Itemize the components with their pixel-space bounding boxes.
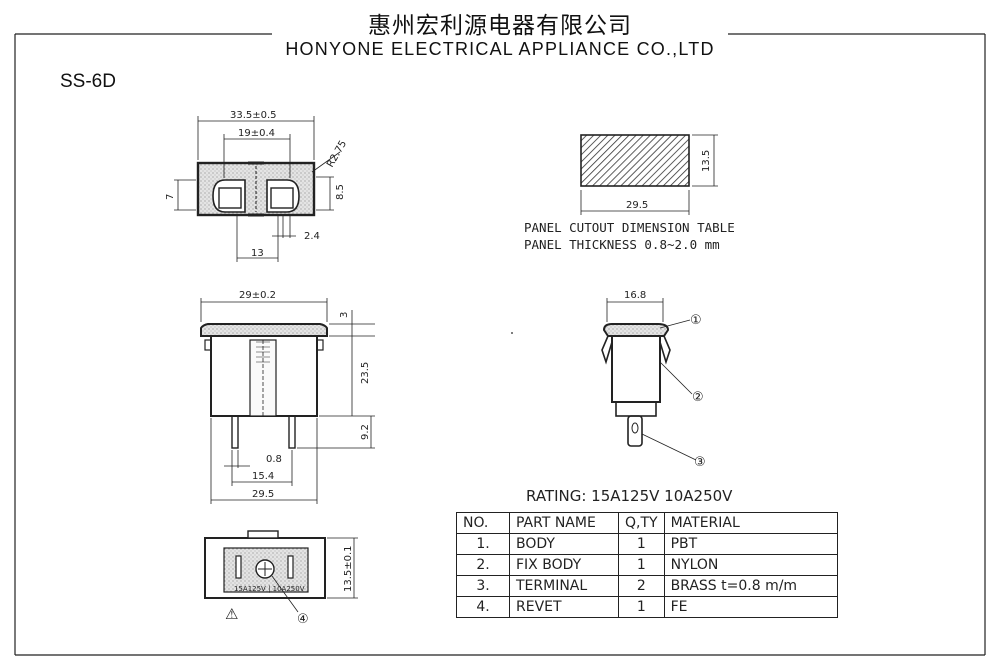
table-cell: PBT <box>663 533 838 555</box>
table-cell: 1 <box>618 533 665 555</box>
table-cell: 2. <box>456 554 510 576</box>
dim-radius: R2.75 <box>325 139 349 170</box>
table-header-cell: PART NAME <box>509 512 619 534</box>
table-header-cell: MATERIAL <box>663 512 838 534</box>
table-cell: FE <box>663 596 838 618</box>
table-cell: BRASS t=0.8 m/m <box>663 575 838 597</box>
table-cell: TERMINAL <box>509 575 619 597</box>
table-cell: 3. <box>456 575 510 597</box>
table-cell: BODY <box>509 533 619 555</box>
table-cell: 1 <box>618 596 665 618</box>
bottom-marking: 15A125V | 10A250V <box>234 585 305 593</box>
scan-mark <box>511 332 513 334</box>
dim-bottom-height: 13.5±0.1 <box>343 545 354 592</box>
callout-1: ① <box>690 313 702 328</box>
table-row: 1. BODY 1 PBT <box>456 533 838 555</box>
table-header-cell: NO. <box>456 512 510 534</box>
rating-text: RATING: 15A125V 10A250V <box>526 487 733 505</box>
callout-2: ② <box>692 390 704 405</box>
company-name-english: HONYONE ELECTRICAL APPLIANCE CO.,LTD <box>285 39 715 59</box>
frame-border <box>14 33 986 656</box>
table-cell: NYLON <box>663 554 838 576</box>
cutout-width: 29.5 <box>626 200 648 211</box>
cutout-height: 13.5 <box>701 150 712 172</box>
company-name-chinese: 惠州宏利源电器有限公司 <box>368 13 632 39</box>
model-number: SS-6D <box>60 71 116 92</box>
bottom-view <box>204 530 358 613</box>
bottom-view-labels: 15A125V | 10A250V 13.5±0.1 ④ ⚠ <box>225 545 354 627</box>
table-row: 4. REVET 1 FE <box>456 596 838 618</box>
dim-left-height: 7 <box>165 194 176 200</box>
dim-inner-width: 19±0.4 <box>238 128 275 139</box>
panel-cutout: 29.5 13.5 PANEL CUTOUT DIMENSION TABLE P… <box>524 134 735 252</box>
table-cell: FIX BODY <box>509 554 619 576</box>
top-view <box>174 116 341 262</box>
table-cell: REVET <box>509 596 619 618</box>
table-cell: 2 <box>618 575 665 597</box>
table-header-row: NO. PART NAME Q,TY MATERIAL <box>456 512 838 534</box>
dim-bottom-width: 13 <box>251 248 264 259</box>
dim-profile-width: 16.8 <box>624 290 646 301</box>
dim-thickness: 0.8 <box>266 454 282 465</box>
dim-terminal-length: 9.2 <box>360 424 371 440</box>
table-cell: 1 <box>618 554 665 576</box>
callout-4: ④ <box>297 612 309 627</box>
side-view <box>200 298 375 504</box>
parts-table: NO. PART NAME Q,TY MATERIAL 1. BODY 1 PB… <box>456 512 838 618</box>
dim-pitch: 15.4 <box>252 471 274 482</box>
panel-thickness-label: PANEL THICKNESS 0.8~2.0 mm <box>524 237 720 252</box>
table-header-cell: Q,TY <box>618 512 665 534</box>
side-view-dimensions: 29±0.2 3 23.5 9.2 0.8 15.4 29.5 <box>239 290 371 500</box>
dim-top-width: 29±0.2 <box>239 290 276 301</box>
dim-gap: 2.4 <box>304 231 320 242</box>
table-cell: 1. <box>456 533 510 555</box>
dim-overall-width: 33.5±0.5 <box>230 110 277 121</box>
dim-base-width: 29.5 <box>252 489 274 500</box>
warning-icon: ⚠ <box>225 605 238 623</box>
dim-flange: 3 <box>339 312 350 318</box>
table-row: 2. FIX BODY 1 NYLON <box>456 554 838 576</box>
table-row: 3. TERMINAL 2 BRASS t=0.8 m/m <box>456 575 838 597</box>
table-cell: 4. <box>456 596 510 618</box>
dim-right-height: 8.5 <box>335 184 346 200</box>
dim-body-height: 23.5 <box>360 362 371 384</box>
callout-3: ③ <box>694 455 706 470</box>
cutout-label: PANEL CUTOUT DIMENSION TABLE <box>524 220 735 235</box>
profile-view <box>601 298 697 461</box>
profile-view-labels: 16.8 ① ② ③ <box>624 290 706 470</box>
